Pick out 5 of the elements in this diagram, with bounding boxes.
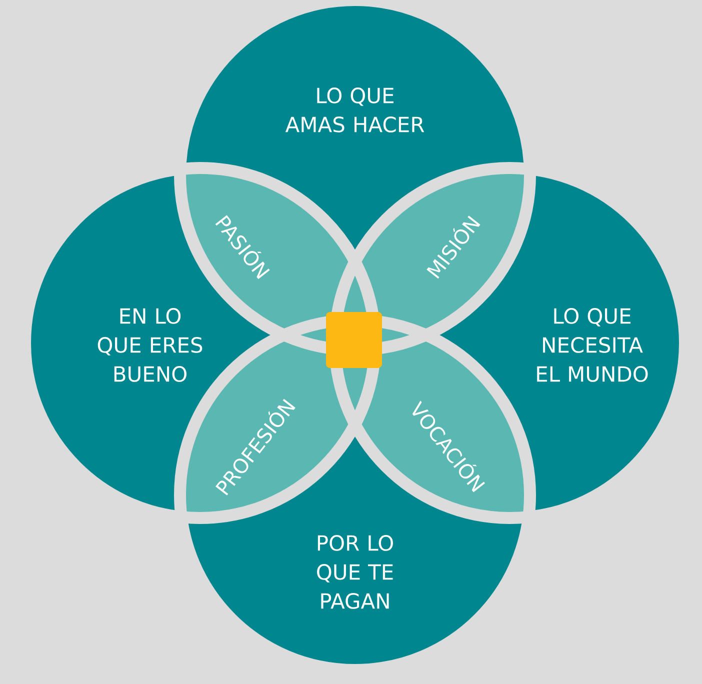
circle-label: LO QUE NECESITA EL MUNDO: [537, 308, 648, 382]
circle-label: POR LO QUE TE PAGAN: [317, 535, 393, 609]
center-square: [326, 312, 382, 368]
circle-label: EN LO QUE ERES BUENO: [98, 308, 202, 382]
circle-label: LO QUE AMAS HACER: [285, 88, 424, 132]
